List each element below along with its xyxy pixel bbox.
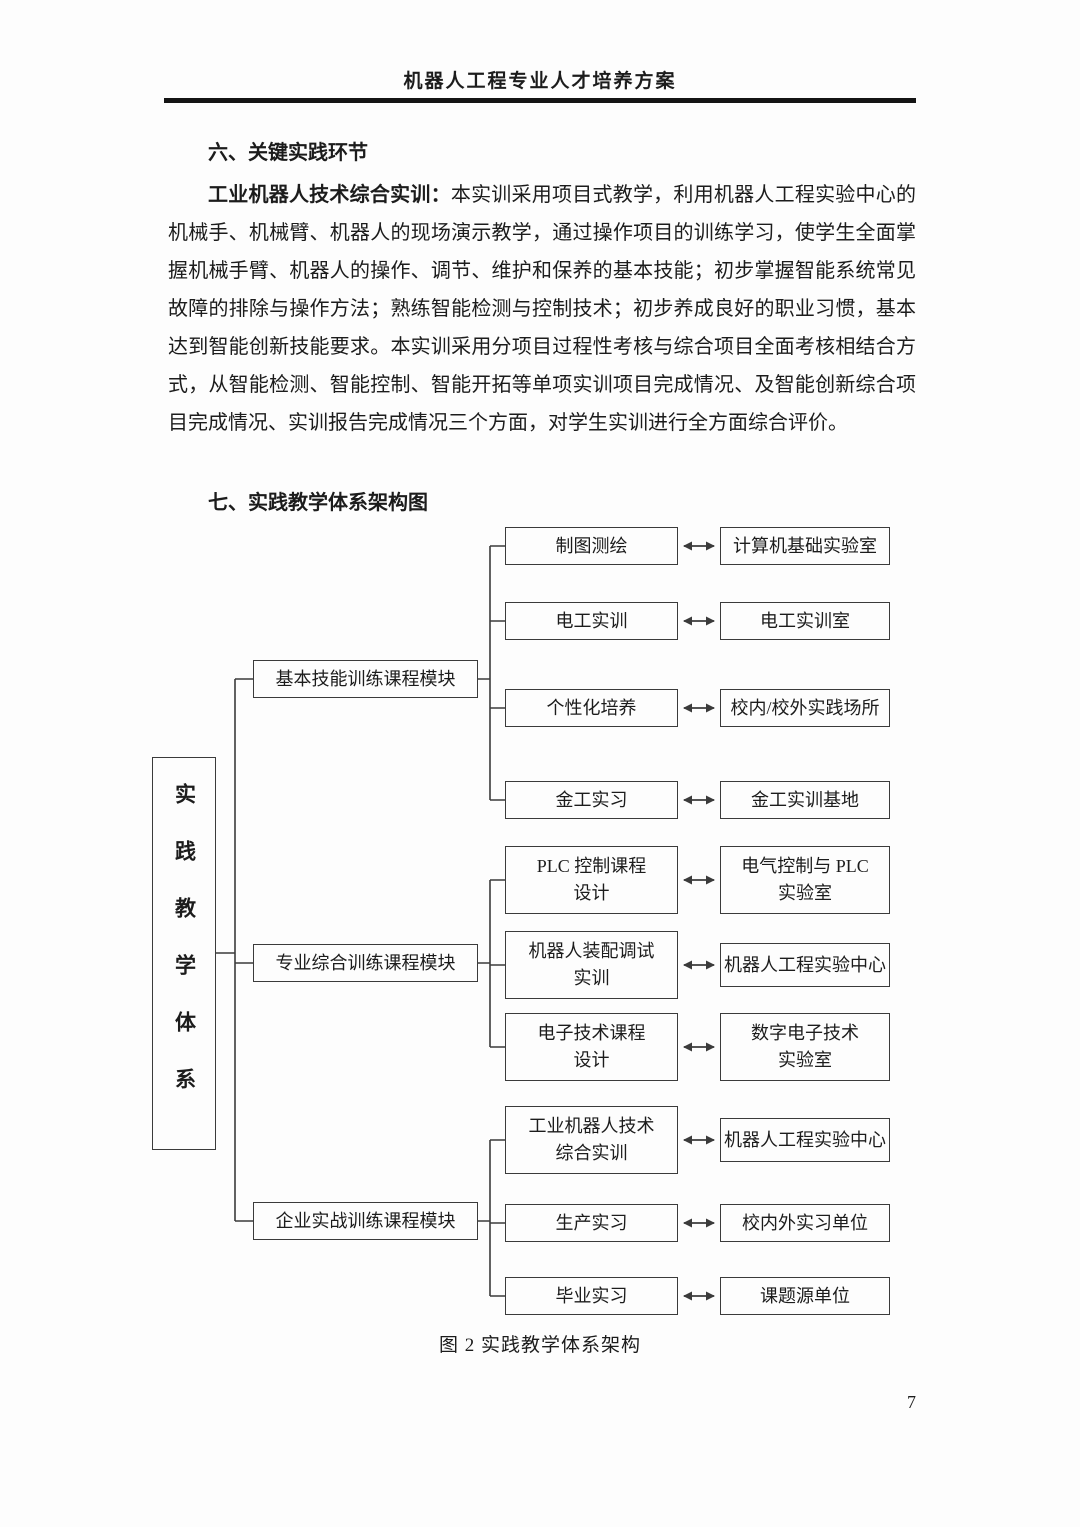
course-box-1-3: 个性化培养 bbox=[505, 689, 678, 727]
course-box-2-3: 电子技术课程 设计 bbox=[505, 1013, 678, 1081]
header-rule bbox=[164, 98, 916, 103]
venue-box-1-4: 金工实训基地 bbox=[720, 781, 890, 819]
course-box-3-2: 生产实习 bbox=[505, 1204, 678, 1242]
module-box-basic-skills: 基本技能训练课程模块 bbox=[253, 660, 478, 698]
course-box-1-2: 电工实训 bbox=[505, 602, 678, 640]
venue-box-1-3: 校内/校外实践场所 bbox=[720, 689, 890, 727]
course-box-2-1: PLC 控制课程 设计 bbox=[505, 846, 678, 914]
venue-box-3-2: 校内外实习单位 bbox=[720, 1204, 890, 1242]
section7-heading: 七、实践教学体系架构图 bbox=[208, 492, 428, 514]
paragraph-body-text: 本实训采用项目式教学，利用机器人工程实验中心的机械手、机械臂、机器人的现场演示教… bbox=[168, 184, 917, 434]
module3-bracket bbox=[478, 1139, 505, 1297]
course-box-3-3: 毕业实习 bbox=[505, 1277, 678, 1315]
venue-box-2-3: 数字电子技术 实验室 bbox=[720, 1013, 890, 1081]
root-box-practice-teaching-system: 实践教学体系 bbox=[152, 757, 216, 1150]
page-number: 7 bbox=[907, 1392, 916, 1412]
venue-box-2-1: 电气控制与 PLC 实验室 bbox=[720, 846, 890, 914]
course-box-3-1: 工业机器人技术 综合实训 bbox=[505, 1106, 678, 1174]
course-box-1-4: 金工实习 bbox=[505, 781, 678, 819]
venue-box-2-2: 机器人工程实验中心 bbox=[720, 943, 890, 987]
venue-box-3-1: 机器人工程实验中心 bbox=[720, 1118, 890, 1162]
header-title: 机器人工程专业人才培养方案 bbox=[403, 71, 677, 92]
venue-box-1-1: 计算机基础实验室 bbox=[720, 527, 890, 565]
root-connector bbox=[216, 678, 253, 1222]
section6-paragraph: 工业机器人技术综合实训：本实训采用项目式教学，利用机器人工程实验中心的机械手、机… bbox=[168, 176, 916, 442]
module2-bracket bbox=[478, 879, 505, 1048]
section6-heading: 六、关键实践环节 bbox=[208, 142, 368, 164]
module1-bracket bbox=[478, 545, 505, 801]
paragraph-lead-label: 工业机器人技术综合实训： bbox=[208, 184, 451, 206]
venue-box-3-3: 课题源单位 bbox=[720, 1277, 890, 1315]
module-box-professional-training: 专业综合训练课程模块 bbox=[253, 944, 478, 982]
venue-box-1-2: 电工实训室 bbox=[720, 602, 890, 640]
figure-caption: 图 2 实践教学体系架构 bbox=[438, 1335, 641, 1356]
module-box-enterprise-practice: 企业实战训练课程模块 bbox=[253, 1202, 478, 1240]
course-box-1-1: 制图测绘 bbox=[505, 527, 678, 565]
course-box-2-2: 机器人装配调试 实训 bbox=[505, 931, 678, 999]
